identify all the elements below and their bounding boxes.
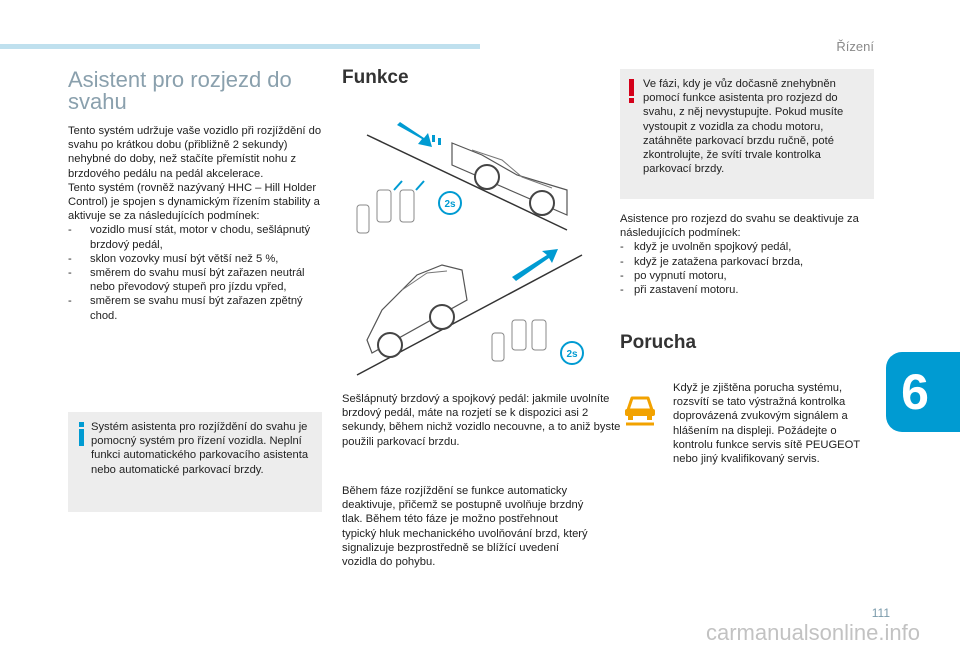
info-box: Systém asistenta pro rozjíždění do svahu… [68, 412, 322, 512]
list-item: směrem se svahu musí být zařazen zpětný … [68, 294, 322, 322]
page-number: 111 [871, 606, 890, 620]
info-text: Systém asistenta pro rozjíždění do svahu… [91, 421, 309, 476]
list-item: když je uvolněn spojkový pedál, [620, 240, 874, 254]
list-item: vozidlo musí stát, motor v chodu, sešláp… [68, 223, 322, 251]
section-title-funkce: Funkce [342, 67, 409, 88]
chapter-tab: 6 [886, 352, 960, 432]
pedals-icon [491, 319, 547, 362]
hill-assist-fault-icon [620, 386, 660, 426]
left-column: Tento systém udržuje vaše vozidlo při ro… [68, 124, 322, 323]
hill-assist-2s-icon: 2s [438, 191, 462, 215]
hill-assist-2s-icon: 2s [560, 341, 584, 365]
chapter-name: Řízení [836, 39, 874, 54]
list-item: směrem do svahu musí být zařazen neutrál… [68, 266, 322, 294]
header-bar [0, 44, 480, 49]
arrow-icon [512, 249, 558, 281]
badge-text: 2s [444, 199, 456, 210]
list-item: při zastavení motoru. [620, 283, 874, 297]
warning-text: Ve fázi, kdy je vůz dočasně znehybněn po… [643, 78, 844, 176]
intro-paragraph-2: Tento systém (rovněž nazývaný HHC – Hill… [68, 181, 320, 223]
pedals-icon [356, 180, 425, 234]
deactivation-intro: Asistence pro rozjezd do svahu se deakti… [620, 213, 859, 240]
funkce-paragraph-2: Během fáze rozjíždění se funkce automati… [342, 485, 588, 569]
funkce-paragraph-1: Sešlápnutý brzdový a spojkový pedál: jak… [342, 393, 621, 448]
exclamation-icon [628, 79, 636, 107]
list-item: když je zatažena parkovací brzda, [620, 255, 874, 269]
car-uphill-illustration [366, 264, 468, 358]
section-title-porucha: Porucha [620, 332, 697, 353]
deactivation-list: když je uvolněn spojkový pedál, když je … [620, 240, 874, 297]
deactivation-section: Asistence pro rozjezd do svahu se deakti… [620, 212, 874, 297]
list-item: sklon vozovky musí být větší než 5 %, [68, 252, 322, 266]
conditions-list: vozidlo musí stát, motor v chodu, sešláp… [68, 223, 322, 322]
watermark: carmanualsonline.info [705, 620, 920, 645]
list-item: po vypnutí motoru, [620, 269, 874, 283]
section-title: Asistent pro rozjezd do svahu [68, 67, 292, 114]
fault-text: Když je zjištěna porucha systému, rozsví… [673, 382, 860, 466]
hill-start-illustration: 2s 2s [342, 95, 602, 390]
info-icon [78, 422, 86, 446]
intro-paragraph: Tento systém udržuje vaše vozidlo při ro… [68, 125, 322, 180]
warning-box: Ve fázi, kdy je vůz dočasně znehybněn po… [620, 69, 874, 199]
badge-text: 2s [566, 349, 578, 360]
arrow-icon [397, 122, 441, 147]
car-downhill-illustration [451, 142, 568, 216]
